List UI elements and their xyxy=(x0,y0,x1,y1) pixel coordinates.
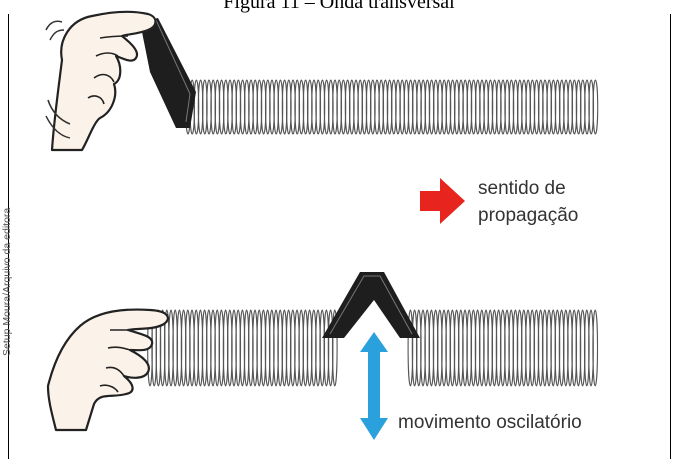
slinky-coil xyxy=(592,309,599,387)
top-slinky-coils xyxy=(185,79,599,135)
slinky-coil xyxy=(592,79,599,135)
oscillation-label: movimento oscilatório xyxy=(398,412,582,433)
propagation-label-line2: propagação xyxy=(478,205,579,226)
top-slinky-pulse xyxy=(140,18,196,128)
red-arrow-icon xyxy=(420,178,465,224)
bottom-hand-icon xyxy=(46,308,169,432)
figure-caption: Figura 11 – Onda transversal xyxy=(223,0,455,13)
top-hand-icon xyxy=(45,10,157,152)
slinky-coil xyxy=(331,309,338,387)
bottom-slinky-pulse xyxy=(322,272,420,338)
photo-credit: Setup Moura/Arquivo da editora xyxy=(1,207,13,356)
double-arrow-icon xyxy=(360,332,388,440)
propagation-label-line1: sentido de xyxy=(478,178,566,199)
bottom-slinky-coils xyxy=(147,309,599,387)
figure-frame xyxy=(8,14,671,459)
